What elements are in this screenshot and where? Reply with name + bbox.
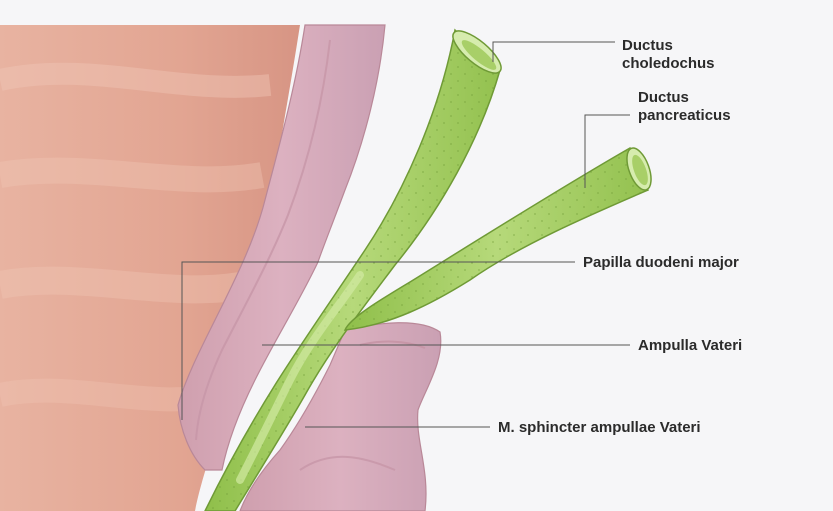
leader-choledochus [493,42,615,62]
label-m-sphincter-ampullae-vateri: M. sphincter ampullae Vateri [498,419,701,437]
label-ductus-pancreaticus: Ductus pancreaticus [638,89,731,125]
label-papilla-duodeni-major: Papilla duodeni major [583,254,739,272]
label-ampulla-vateri: Ampulla Vateri [638,337,742,355]
label-ductus-choledochus: Ductus choledochus [622,37,715,73]
